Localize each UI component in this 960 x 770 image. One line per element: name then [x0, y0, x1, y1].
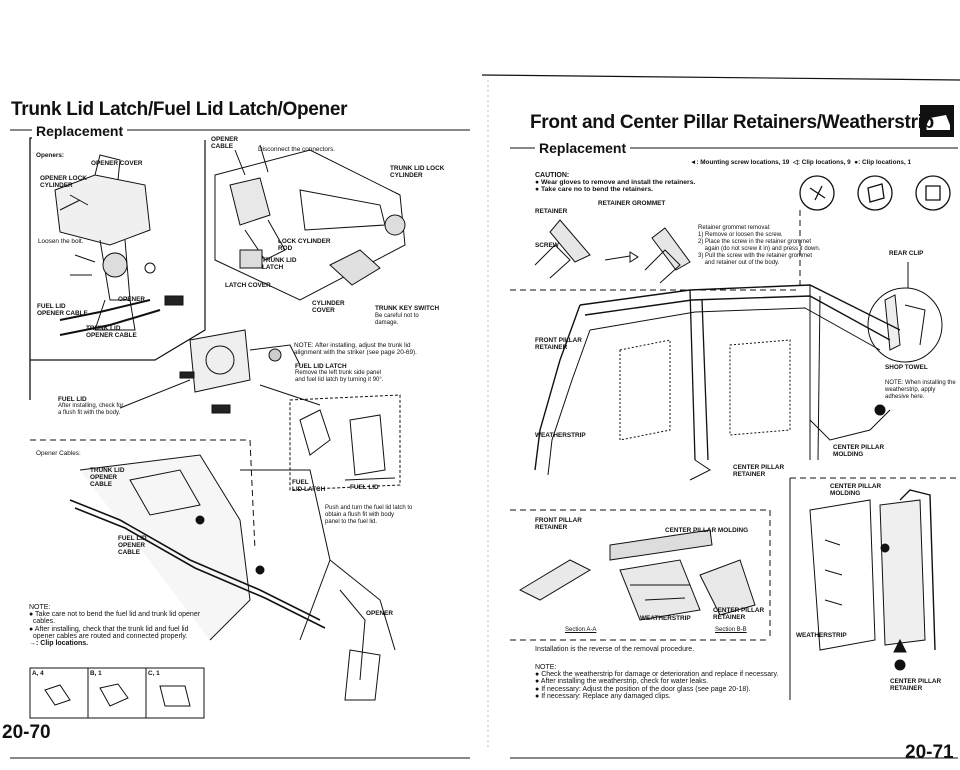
left-page-number: 20-70	[2, 722, 51, 743]
fuel-lid-latch-note: Remove the left trunk side panel and fue…	[295, 370, 384, 383]
left-note-item-1-text: Take care not to bend the fuel lid and t…	[32, 611, 201, 626]
right-note-block: NOTE: ● Check the weatherstrip for damag…	[535, 664, 875, 700]
label-retainer-grommet: RETAINER GROMMET	[598, 200, 666, 207]
label-loosen-bolt: Loosen the bolt.	[38, 238, 84, 245]
label-fuel-lid-latch-small: FUEL LID LATCH	[292, 479, 326, 493]
center-pillar-inset	[789, 477, 958, 700]
caution-block: CAUTION: ● Wear gloves to remove and ins…	[535, 172, 695, 193]
cable-routing-drawing	[69, 454, 396, 701]
label-trunk-lid-opener-cable-2: TRUNK LID OPENER CABLE	[90, 467, 125, 488]
label-trunk-lid-opener-cable: TRUNK LID OPENER CABLE	[86, 325, 137, 339]
label-center-pillar-molding: CENTER PILLAR MOLDING	[833, 444, 885, 458]
label-center-pillar-retainer-3: CENTER PILLAR RETAINER	[890, 678, 942, 692]
trunk-lid-drawing	[214, 144, 406, 301]
fuel-lid-note: After installing, check for a flush fit …	[58, 403, 124, 416]
caution-item-1: ● Wear gloves to remove and install the …	[535, 179, 696, 186]
label-trunk-lid-latch: TRUNK LID LATCH	[262, 257, 297, 271]
label-center-pillar-retainer-2: CENTER PILLAR RETAINER	[713, 607, 765, 621]
left-note-heading: NOTE:	[29, 604, 51, 611]
mounting-legend: ◄: Mounting screw locations, 19 ◁: Clip …	[690, 159, 912, 166]
label-fuel-lid-small: FUEL LID	[350, 484, 379, 491]
label-screw: SCREW	[535, 242, 559, 249]
fuel-lid-drawing	[119, 329, 321, 414]
label-center-pillar-retainer: CENTER PILLAR RETAINER	[733, 464, 785, 478]
opener-cables-label: Opener Cables:	[36, 450, 81, 457]
label-section-bb: Section B-B	[715, 627, 747, 633]
label-trunk-key-switch: TRUNK KEY SWITCH	[375, 305, 440, 312]
label-front-pillar-retainer-2: FRONT PILLAR RETAINER	[535, 517, 582, 531]
label-fuel-lid-opener-cable-2: FUEL LID OPENER CABLE	[118, 535, 147, 556]
right-note-item-2-text: After installing the weatherstrip, check…	[540, 678, 709, 686]
label-shop-towel: SHOP TOWEL	[885, 364, 928, 371]
note-weatherstrip-adhesive: NOTE: When installing the weatherstrip, …	[885, 380, 956, 400]
left-section-replacement: Replacement	[32, 123, 128, 139]
right-page-number: 20-71	[905, 742, 954, 763]
sections-box	[510, 509, 771, 641]
right-page-title: Front and Center Pillar Retainers/Weathe…	[530, 112, 934, 133]
label-opener-cable-top: OPENER CABLE	[211, 136, 238, 150]
right-note-heading: NOTE:	[535, 664, 557, 671]
legend-b: B, 1	[90, 670, 102, 677]
right-note-item-4: ● If necessary: Replace any damaged clip…	[535, 692, 671, 700]
left-note-clip: →: Clip locations.	[29, 640, 89, 648]
clip-legend-boxes	[29, 667, 205, 719]
legend-a: A, 4	[32, 670, 44, 677]
left-page: Trunk Lid Latch/Fuel Lid Latch/Opener Re…	[2, 99, 470, 759]
label-center-pillar-molding-2: CENTER PILLAR MOLDING	[830, 483, 882, 497]
installation-note: Installation is the reverse of the remov…	[535, 646, 695, 653]
right-note-item-4-text: If necessary: Replace any damaged clips.	[541, 692, 671, 700]
right-note-item-3-text: If necessary: Adjust the position of the…	[541, 685, 751, 693]
label-disconnect: Disconnect the connectors.	[258, 146, 336, 153]
openers-label: Openers:	[36, 152, 65, 159]
label-opener-cover: OPENER COVER	[91, 160, 143, 167]
label-fuel-lid: FUEL LID	[58, 396, 87, 403]
label-cylinder-cover: CYLINDER COVER	[312, 300, 345, 314]
left-note-item-2: ● After installing, check that the trunk…	[29, 625, 189, 640]
pillar-weatherstrip-drawing	[534, 284, 901, 481]
left-note-item-1: ● Take care not to bend the fuel lid and…	[29, 611, 201, 626]
rear-clip-inset	[867, 262, 943, 363]
label-lock-cylinder-rod: LOCK CYLINDER ROD	[278, 238, 331, 252]
label-be-careful: Be careful not to damage.	[375, 313, 419, 326]
right-note-item-3: ● If necessary: Adjust the position of t…	[535, 685, 751, 693]
clip-icons	[799, 175, 951, 211]
right-note-item-1-text: Check the weatherstrip for damage or det…	[541, 671, 779, 679]
label-center-pillar-molding-3: CENTER PILLAR MOLDING	[665, 527, 749, 534]
caution-item-2-text: Take care no to bend the retainers.	[541, 186, 654, 193]
label-latch-cover: LATCH COVER	[225, 282, 271, 289]
label-opener-bottom: OPENER	[366, 610, 393, 617]
opener-mechanism-drawing	[54, 154, 184, 336]
caution-item-2: ● Take care no to bend the retainers.	[535, 186, 654, 193]
push-turn-note: Push and turn the fuel lid latch to obta…	[325, 505, 413, 525]
label-rear-clip: REAR CLIP	[889, 250, 924, 257]
legend-c: C, 1	[148, 670, 160, 677]
left-note-item-2-text: After installing, check that the trunk l…	[32, 625, 189, 640]
right-drawings	[481, 74, 960, 759]
label-retainer: RETAINER	[535, 208, 568, 215]
label-weatherstrip-2: WEATHERSTRIP	[640, 615, 691, 622]
right-section-replacement: Replacement	[535, 140, 631, 156]
label-weatherstrip-3: WEATHERSTRIP	[796, 632, 847, 639]
grommet-removal-note: Retainer grommet removal: 1) Remove or l…	[698, 225, 821, 266]
caution-heading: CAUTION:	[535, 172, 570, 179]
left-drawings	[10, 129, 470, 759]
label-fuel-lid-latch: FUEL LID LATCH	[295, 363, 347, 370]
note-trunk-alignment: NOTE: After installing, adjust the trunk…	[294, 342, 417, 357]
label-fuel-lid-opener-cable: FUEL LID OPENER CABLE	[37, 303, 88, 317]
right-note-item-2: ● After installing the weatherstrip, che…	[535, 678, 709, 686]
right-note-item-1: ● Check the weatherstrip for damage or d…	[535, 671, 779, 679]
label-weatherstrip: WEATHERSTRIP	[535, 432, 586, 439]
retainer-grommet-drawing	[510, 210, 801, 291]
label-front-pillar-retainer: FRONT PILLAR RETAINER	[535, 337, 582, 351]
label-section-aa: Section A-A	[565, 627, 597, 633]
label-opener-lock-cylinder: OPENER LOCK CYLINDER	[40, 175, 87, 189]
left-page-title: Trunk Lid Latch/Fuel Lid Latch/Opener	[11, 99, 348, 120]
label-trunk-lid-lock-cylinder: TRUNK LID LOCK CYLINDER	[390, 165, 445, 179]
left-note-block: NOTE: ● Take care not to bend the fuel l…	[29, 604, 229, 647]
label-opener: OPENER	[118, 296, 145, 303]
right-page: Front and Center Pillar Retainers/Weathe…	[480, 0, 960, 770]
fuel-lid-latch-inset	[289, 394, 401, 491]
caution-item-1-text: Wear gloves to remove and install the re…	[541, 179, 696, 186]
